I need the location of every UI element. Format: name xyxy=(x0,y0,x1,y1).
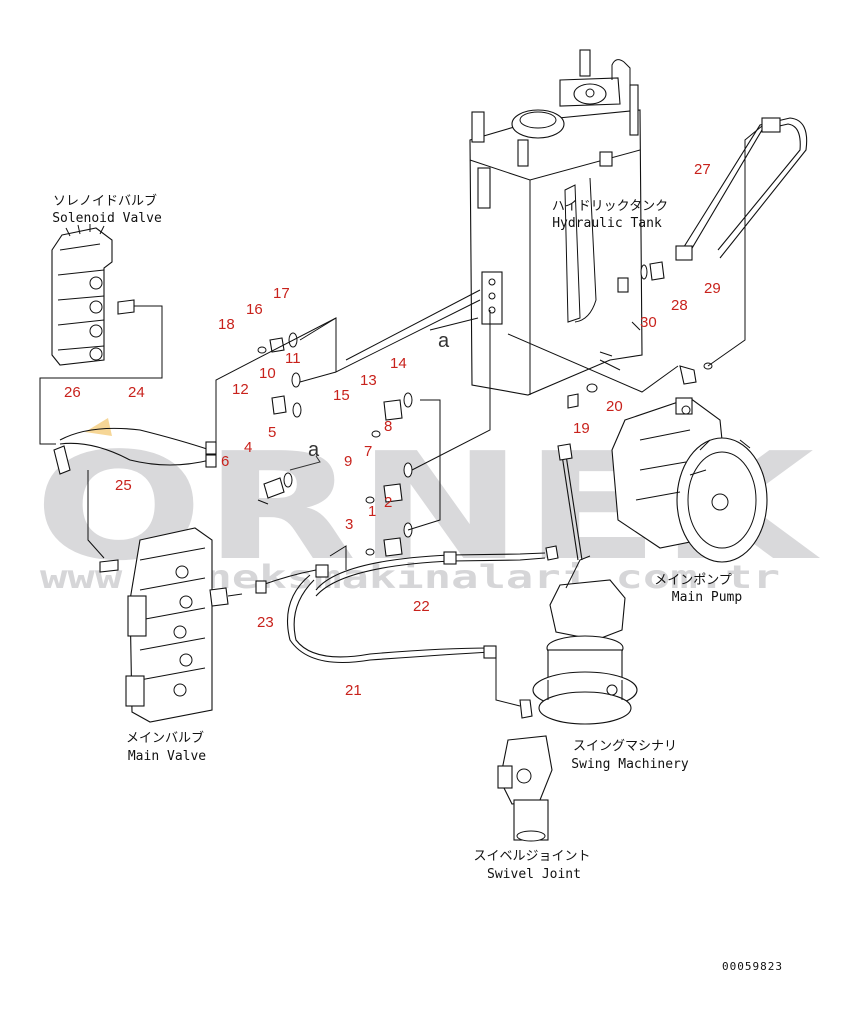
main-valve-label-ja: メインバルブ xyxy=(126,730,204,746)
part-number-5: 5 xyxy=(268,424,276,441)
leader-lines xyxy=(39,125,763,707)
part-number-27: 27 xyxy=(694,161,711,178)
hydraulic-tank-label-en: Hydraulic Tank xyxy=(552,216,662,231)
part-number-2: 2 xyxy=(384,494,392,511)
part-number-7: 7 xyxy=(364,443,372,460)
part-number-14: 14 xyxy=(390,355,407,372)
part-number-28: 28 xyxy=(671,297,688,314)
part-number-8: 8 xyxy=(384,418,392,435)
main-pump-label-ja: メインポンプ xyxy=(654,573,732,588)
part-number-24: 24 xyxy=(128,384,145,401)
part-number-17: 17 xyxy=(273,285,290,302)
part-number-12: 12 xyxy=(232,381,249,398)
hydraulic-tank xyxy=(469,49,643,396)
part-number-26: 26 xyxy=(64,384,81,401)
swivel-joint-label-en: Swivel Joint xyxy=(487,867,581,882)
main-pump xyxy=(611,365,768,563)
part-callouts: 1 2 3 4 5 6 7 8 9 10 11 12 13 14 15 16 1… xyxy=(64,161,721,699)
swivel-joint-label-ja: スイベルジョイント xyxy=(473,849,590,864)
watermark-accent-shape xyxy=(85,418,112,436)
reference-arrow xyxy=(289,455,321,471)
part-number-4: 4 xyxy=(244,439,252,456)
swing-machinery xyxy=(532,555,638,725)
part-number-16: 16 xyxy=(246,301,263,318)
part-number-23: 23 xyxy=(257,614,274,631)
reference-letter-a-upper: a xyxy=(438,330,450,352)
solenoid-valve-label-ja: ソレノイドバルブ xyxy=(53,193,157,209)
fittings xyxy=(257,261,713,561)
part-number-13: 13 xyxy=(360,372,377,389)
part-number-19: 19 xyxy=(573,420,590,437)
hydraulic-tank-label-ja: ハイドリックタンク xyxy=(552,199,668,214)
main-pump-label-en: Main Pump xyxy=(672,590,743,605)
part-number-20: 20 xyxy=(606,398,623,415)
part-number-29: 29 xyxy=(704,280,721,297)
part-number-15: 15 xyxy=(333,387,350,404)
part-number-9: 9 xyxy=(344,453,352,470)
part-number-18: 18 xyxy=(218,316,235,333)
part-number-21: 21 xyxy=(345,682,362,699)
solenoid-valve-label-en: Solenoid Valve xyxy=(52,211,162,226)
part-number-22: 22 xyxy=(413,598,430,615)
drawing-code: 00059823 xyxy=(722,960,783,973)
part-number-25: 25 xyxy=(115,477,132,494)
swing-machinery-label-en: Swing Machinery xyxy=(571,757,689,772)
main-valve-label-en: Main Valve xyxy=(128,749,206,764)
part-number-1: 1 xyxy=(368,503,376,520)
swing-machinery-label-ja: スイングマシナリ xyxy=(573,739,677,754)
part-number-6: 6 xyxy=(221,453,229,470)
main-valve xyxy=(99,527,243,723)
solenoid-valve-assembly xyxy=(51,224,148,366)
part-number-3: 3 xyxy=(345,516,353,533)
reference-letter-a-lower: a xyxy=(308,439,320,461)
part-number-10: 10 xyxy=(259,365,276,382)
part-number-30: 30 xyxy=(640,314,657,331)
part-number-11: 11 xyxy=(285,350,301,367)
hoses xyxy=(53,117,808,663)
swivel-joint xyxy=(497,699,553,842)
